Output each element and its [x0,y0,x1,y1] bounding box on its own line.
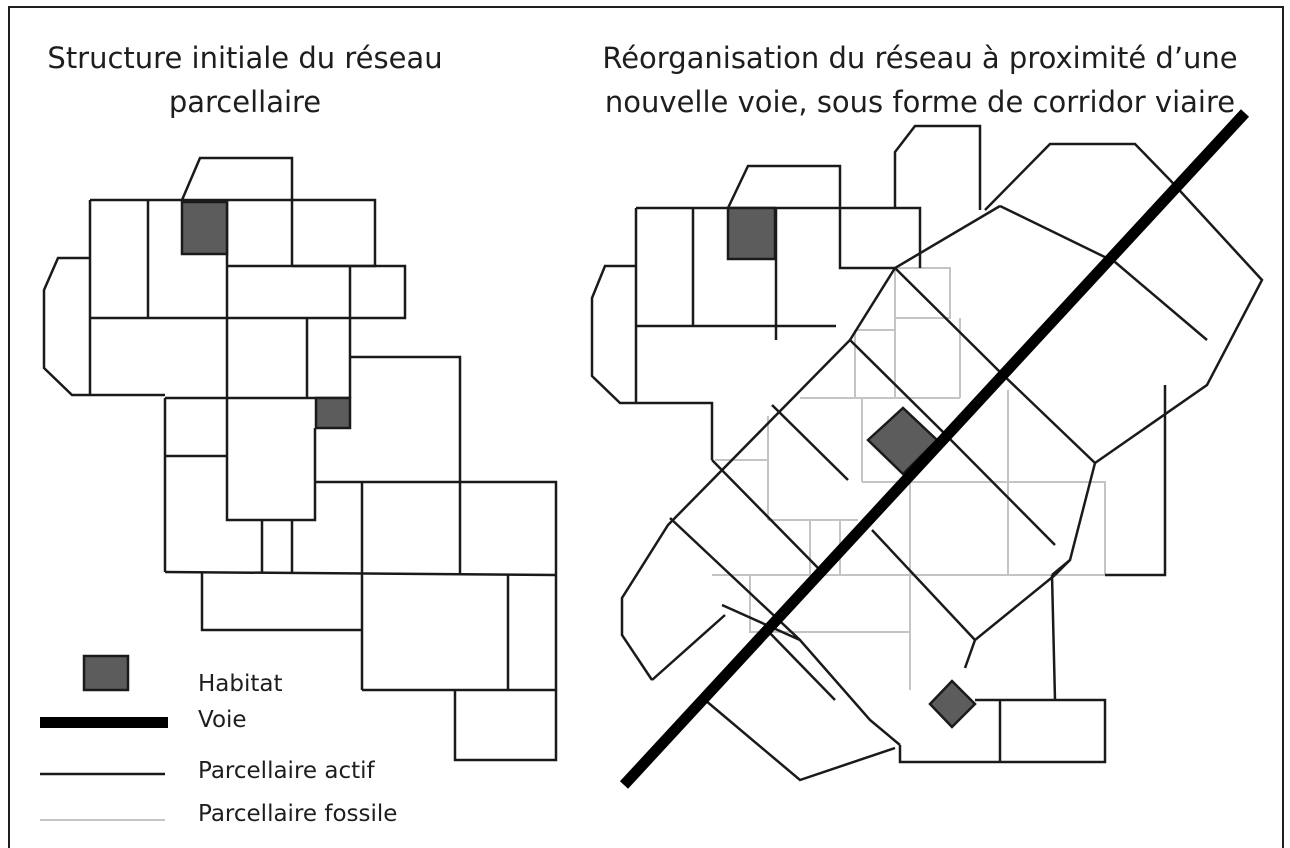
active-parcel [1054,559,1071,576]
active-parcel [984,142,1171,211]
active-parcel [898,745,1000,764]
active-parcel [1114,261,1208,341]
fossil-parcel [894,267,951,319]
figure-frame [8,6,1284,848]
left-parcel [90,198,377,268]
habitat-square [726,206,777,261]
active-parcel [636,206,922,268]
left-parcel [180,156,294,201]
active-parcel [590,264,714,460]
legend-habitat-swatch [82,654,130,692]
left-parcel [315,480,558,575]
left-parcel [42,256,90,397]
active-parcel [942,431,1056,546]
right-active-network [590,124,1264,782]
legend-actif-label: Parcellaire actif [198,758,375,784]
legend-voie-label: Voie [198,707,247,733]
legend-voie-swatch [40,717,168,728]
active-parcel [721,603,901,746]
active-parcel [871,529,976,641]
active-parcel [963,574,1056,669]
active-parcel [771,404,849,481]
legend [40,654,168,821]
habitat-square [180,200,229,256]
left-parcel [200,572,362,632]
left-parcel [164,570,557,577]
right-title-line1: Réorganisation du réseau à proximité d’u… [602,41,1238,75]
habitat-square [314,396,352,430]
left-parcel [350,355,462,482]
legend-habitat-label: Habitat [198,671,283,697]
active-parcel [999,204,1116,264]
active-parcel [893,124,982,210]
left-parcel-network [42,156,558,762]
active-parcel [704,699,896,782]
left-parcel [227,264,407,320]
active-parcel [1105,385,1167,577]
left-parcel [225,398,317,522]
corridor-boundary [1051,179,1264,576]
voie-road [619,109,1250,789]
active-parcel [711,459,821,571]
active-parcel [849,339,944,433]
active-parcel [894,267,1001,373]
active-parcel [838,208,895,270]
active-parcel [975,698,1107,764]
fossil-parcel [862,481,1106,575]
active-parcel [764,627,836,701]
active-parcel [1050,574,1057,701]
left-panel-title: Structure initiale du réseau parcellaire [30,36,460,124]
right-panel-title: Réorganisation du réseau à proximité d’u… [570,36,1270,124]
right-title-line2: nouvelle voie, sous forme de corridor vi… [604,85,1236,119]
active-parcel [999,371,1096,464]
legend-fossile-label: Parcellaire fossile [198,801,398,827]
active-parcel [651,614,726,681]
habitat-square [928,679,977,729]
left-parcel [453,690,558,762]
left-title-text: Structure initiale du réseau parcellaire [47,41,443,119]
active-parcel [726,164,842,209]
left-parcel [362,575,558,692]
